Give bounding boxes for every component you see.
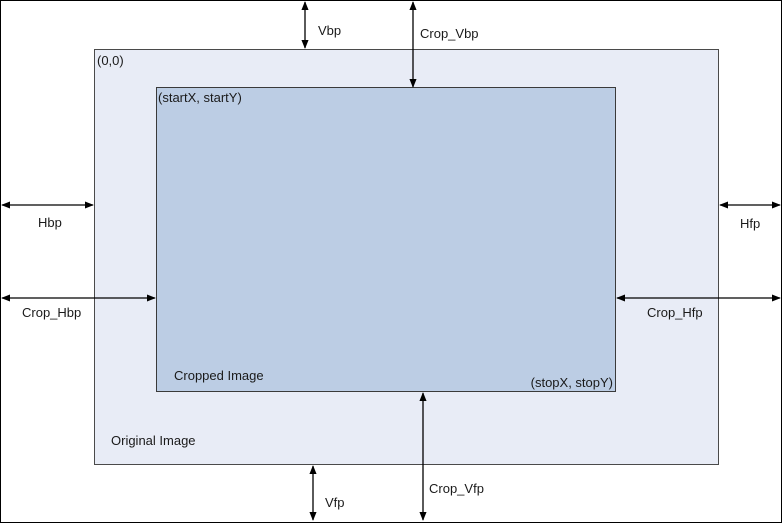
vbp-label: Vbp (318, 23, 341, 38)
vfp-label: Vfp (325, 495, 345, 510)
cropped-image-rect (156, 87, 616, 392)
crop-hfp-label: Crop_Hfp (647, 305, 703, 320)
stop-label: (stopX, stopY) (531, 375, 613, 390)
crop-hbp-label: Crop_Hbp (22, 305, 81, 320)
origin-label: (0,0) (97, 53, 124, 68)
cropped-image-label: Cropped Image (174, 368, 264, 383)
hbp-label: Hbp (38, 215, 62, 230)
start-label: (startX, startY) (158, 90, 242, 105)
crop-vbp-label: Crop_Vbp (420, 26, 479, 41)
hfp-label: Hfp (740, 216, 760, 231)
original-image-label: Original Image (111, 433, 196, 448)
crop-vfp-label: Crop_Vfp (429, 481, 484, 496)
